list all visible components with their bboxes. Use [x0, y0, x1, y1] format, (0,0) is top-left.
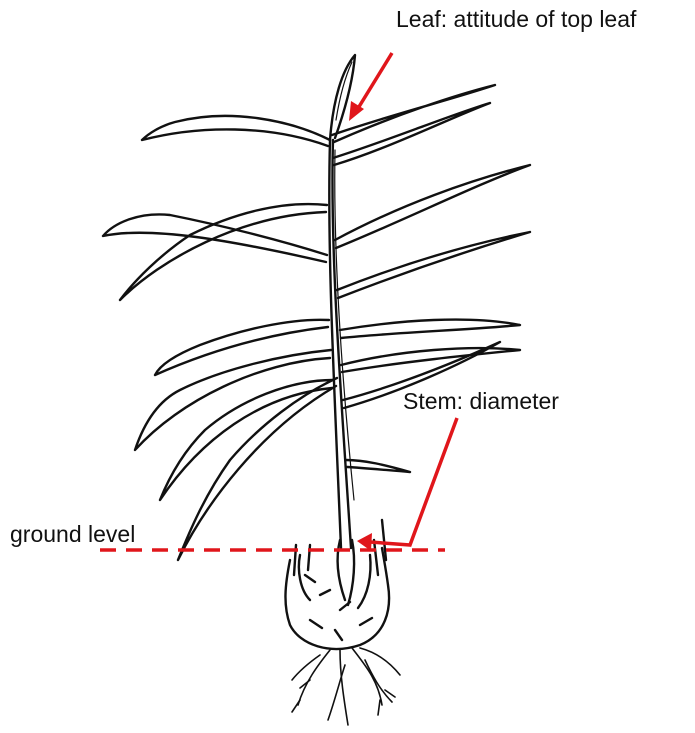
- leaf-arrow: [349, 53, 392, 121]
- plant-stem: [329, 140, 354, 548]
- stem-arrow: [357, 418, 457, 551]
- top-leaf: [330, 55, 355, 140]
- ground-level-label: ground level: [10, 523, 135, 546]
- roots: [292, 648, 400, 725]
- leaf-attitude-label: Leaf: attitude of top leaf: [396, 8, 636, 31]
- left-leaves: [103, 116, 337, 560]
- rhizome: [285, 520, 389, 649]
- stem-diameter-label: Stem: diameter: [403, 390, 559, 413]
